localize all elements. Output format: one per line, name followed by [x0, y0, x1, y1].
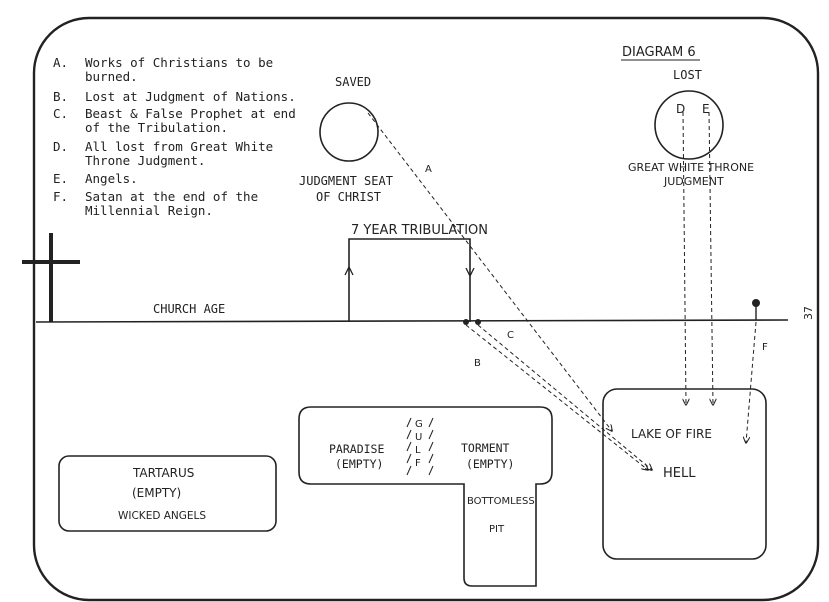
path-c	[477, 324, 652, 470]
tribulation-start-arrow	[344, 265, 354, 276]
diagram-title: DIAGRAM 6	[622, 45, 696, 60]
white-throne-caption-1: GREAT WHITE THRONE	[628, 161, 754, 174]
pit-label-2: PIT	[489, 524, 505, 535]
path-label-c: C	[507, 330, 514, 341]
legend: A. Works of Christians to be burned. B. …	[53, 55, 296, 218]
lake-of-fire-box	[602, 388, 767, 560]
legend-text-f1: Satan at the end of the	[85, 189, 258, 204]
legend-text-e1: Angels.	[85, 171, 138, 186]
tribulation-box	[348, 238, 471, 322]
church-age-timeline	[35, 319, 789, 323]
paradise-status: (EMPTY)	[335, 457, 383, 471]
lake-of-fire-label: LAKE OF FIRE	[631, 427, 712, 441]
pit-label-1: BOTTOMLESS	[467, 496, 535, 507]
church-age-label: CHURCH AGE	[153, 302, 225, 316]
outer-frame	[32, 16, 820, 602]
legend-key-b: B.	[53, 89, 68, 104]
tribulation-label: 7 YEAR TRIBULATION	[351, 223, 488, 238]
white-throne-circle	[654, 90, 724, 160]
gulf-divider	[406, 417, 434, 476]
legend-text-c1: Beast & False Prophet at end	[85, 106, 296, 121]
point-b-dot	[463, 319, 469, 325]
paradise-label: PARADISE	[329, 442, 384, 456]
tartarus-note: WICKED ANGELS	[118, 510, 206, 522]
legend-key-a: A.	[53, 55, 68, 70]
legend-text-d1: All lost from Great White	[85, 139, 273, 154]
lost-label: LOST	[673, 68, 702, 82]
legend-key-f: F.	[53, 189, 68, 204]
legend-key-e: E.	[53, 171, 68, 186]
path-label-a: A	[425, 164, 432, 175]
legend-key-d: D.	[53, 139, 68, 154]
judgment-seat-caption-1: JUDGMENT SEAT	[299, 174, 393, 188]
tartarus-box	[58, 455, 277, 532]
torment-label: TORMENT	[461, 441, 510, 455]
judgment-seat-caption-2: OF CHRIST	[316, 190, 381, 204]
marker-d: D	[676, 102, 685, 116]
path-label-b: B	[474, 358, 481, 369]
legend-text-d2: Throne Judgment.	[85, 153, 205, 168]
judgment-seat-circle	[319, 102, 379, 162]
white-throne-caption-2: JUDGMENT	[663, 175, 724, 188]
path-d	[683, 111, 686, 405]
path-a	[367, 112, 612, 431]
torment-status: (EMPTY)	[466, 457, 514, 471]
point-c-dot	[475, 319, 481, 325]
legend-text-a1: Works of Christians to be	[85, 55, 273, 70]
tartarus-label: TARTARUS	[132, 466, 194, 480]
legend-text-c2: of the Tribulation.	[85, 120, 228, 135]
gulf-letter-l: L	[415, 445, 421, 456]
legend-text-a2: burned.	[85, 69, 138, 84]
path-e	[708, 111, 713, 405]
gulf-letter-u: U	[415, 432, 422, 443]
path-label-f: F	[762, 342, 768, 353]
gulf-letter-f: F	[415, 458, 421, 469]
path-f	[746, 321, 757, 443]
gulf-letter-g: G	[415, 419, 423, 430]
tartarus-status: (EMPTY)	[132, 486, 181, 500]
legend-text-f2: Millennial Reign.	[85, 203, 213, 218]
dashed-paths	[367, 111, 757, 470]
marker-e: E	[702, 102, 710, 116]
legend-key-c: C.	[53, 106, 68, 121]
sheol-outline	[298, 406, 553, 587]
hell-label: HELL	[663, 466, 696, 481]
legend-text-b1: Lost at Judgment of Nations.	[85, 89, 296, 104]
page-number: 37	[802, 306, 815, 320]
path-b	[465, 324, 648, 470]
cross-icon	[22, 233, 80, 322]
saved-label: SAVED	[335, 75, 371, 89]
tribulation-end-arrow	[465, 267, 475, 278]
